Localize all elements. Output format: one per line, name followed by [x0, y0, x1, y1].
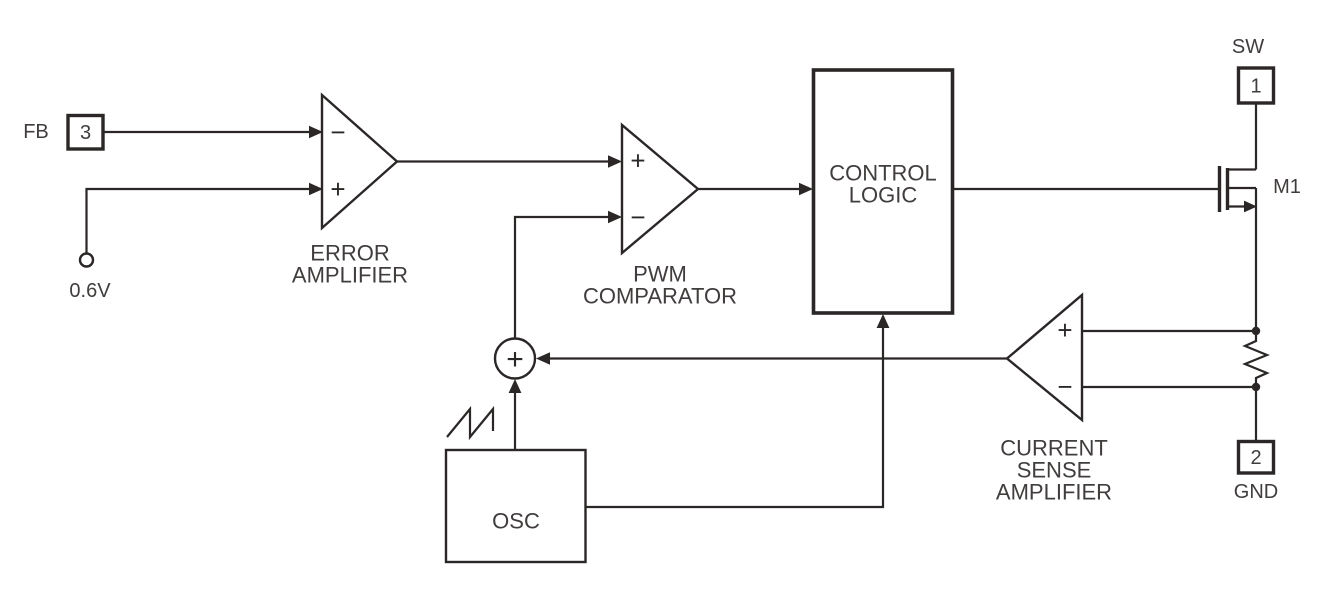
current-sense-inverting-sign: −	[1057, 372, 1072, 402]
current-sense-amplifier: + − CURRENT SENSE AMPLIFIER	[996, 292, 1112, 505]
oscillator-box	[444, 448, 587, 564]
arrowhead-icon	[608, 210, 622, 224]
sw-pin-box	[1236, 66, 1276, 105]
arrowhead-icon	[608, 155, 622, 168]
gnd-pin-number: 2	[1250, 447, 1261, 469]
pwm-comparator-label-line2: COMPARATOR	[583, 284, 737, 309]
fb-pin-label: FB	[23, 121, 49, 143]
oscillator-to-control-logic-wire	[585, 328, 885, 509]
sawtooth-waveform-icon	[446, 405, 495, 441]
sw-pin: SW 1	[1232, 36, 1276, 105]
error-amplifier-label-line1: ERROR	[310, 241, 389, 266]
mosfet-arrow-icon	[1244, 200, 1257, 213]
control-logic-label-line2: LOGIC	[849, 183, 918, 208]
gnd-pin-label: GND	[1234, 481, 1278, 503]
current-sense-label-line2: SENSE	[1017, 458, 1092, 483]
mosfet-m1: M1	[1217, 166, 1301, 213]
error-amplifier: − + ERROR AMPLIFIER	[292, 92, 408, 288]
error-amplifier-triangle-icon	[320, 92, 399, 231]
error-amplifier-inverting-sign: −	[330, 117, 345, 147]
gnd-pin: 2 GND	[1234, 439, 1278, 503]
arrowhead-icon	[309, 182, 323, 196]
arrowhead-icon	[536, 352, 550, 365]
fb-pin: FB 3	[23, 113, 105, 151]
arrowhead-icon	[309, 125, 323, 139]
arrowhead-icon	[876, 314, 890, 328]
sw-pin-number: 1	[1250, 76, 1261, 98]
pwm-comparator: + − PWM COMPARATOR	[583, 122, 737, 309]
mosfet-label: M1	[1273, 176, 1301, 198]
control-logic-label-line1: CONTROL	[829, 161, 937, 186]
pwm-comparator-triangle-icon	[620, 122, 700, 256]
reference-terminal-icon	[78, 252, 95, 268]
fb-pin-box	[66, 113, 105, 151]
reference-to-error-amp-wire	[85, 187, 309, 254]
arrowhead-icon	[508, 379, 522, 393]
resistor-zigzag-icon	[1242, 331, 1270, 387]
current-sense-amplifier-triangle-icon	[1005, 292, 1084, 423]
reference-voltage-label: 0.6V	[69, 280, 111, 302]
summing-to-pwm-wire	[513, 215, 608, 339]
sw-pin-label: SW	[1232, 36, 1264, 58]
control-logic: CONTROL LOGIC	[811, 68, 955, 315]
gnd-pin-box	[1236, 439, 1276, 475]
pwm-comparator-label-line1: PWM	[633, 262, 687, 287]
current-sense-label-line1: CURRENT	[1000, 436, 1108, 461]
current-sense-label-line3: AMPLIFIER	[996, 480, 1112, 505]
sense-resistor	[1242, 326, 1270, 392]
pwm-comparator-inverting-sign: −	[630, 202, 645, 232]
reference-voltage: 0.6V	[69, 182, 323, 302]
error-amplifier-label-line2: AMPLIFIER	[292, 263, 408, 288]
oscillator-label: OSC	[492, 509, 540, 534]
arrowhead-icon	[799, 182, 813, 196]
summing-junction: +	[493, 337, 537, 380]
fb-pin-number: 3	[80, 122, 91, 144]
pwm-comparator-noninverting-sign: +	[630, 146, 645, 176]
current-sense-noninverting-sign: +	[1057, 315, 1072, 345]
error-amplifier-noninverting-sign: +	[330, 174, 345, 204]
summing-junction-sign: +	[506, 343, 524, 376]
control-logic-box	[811, 68, 955, 315]
